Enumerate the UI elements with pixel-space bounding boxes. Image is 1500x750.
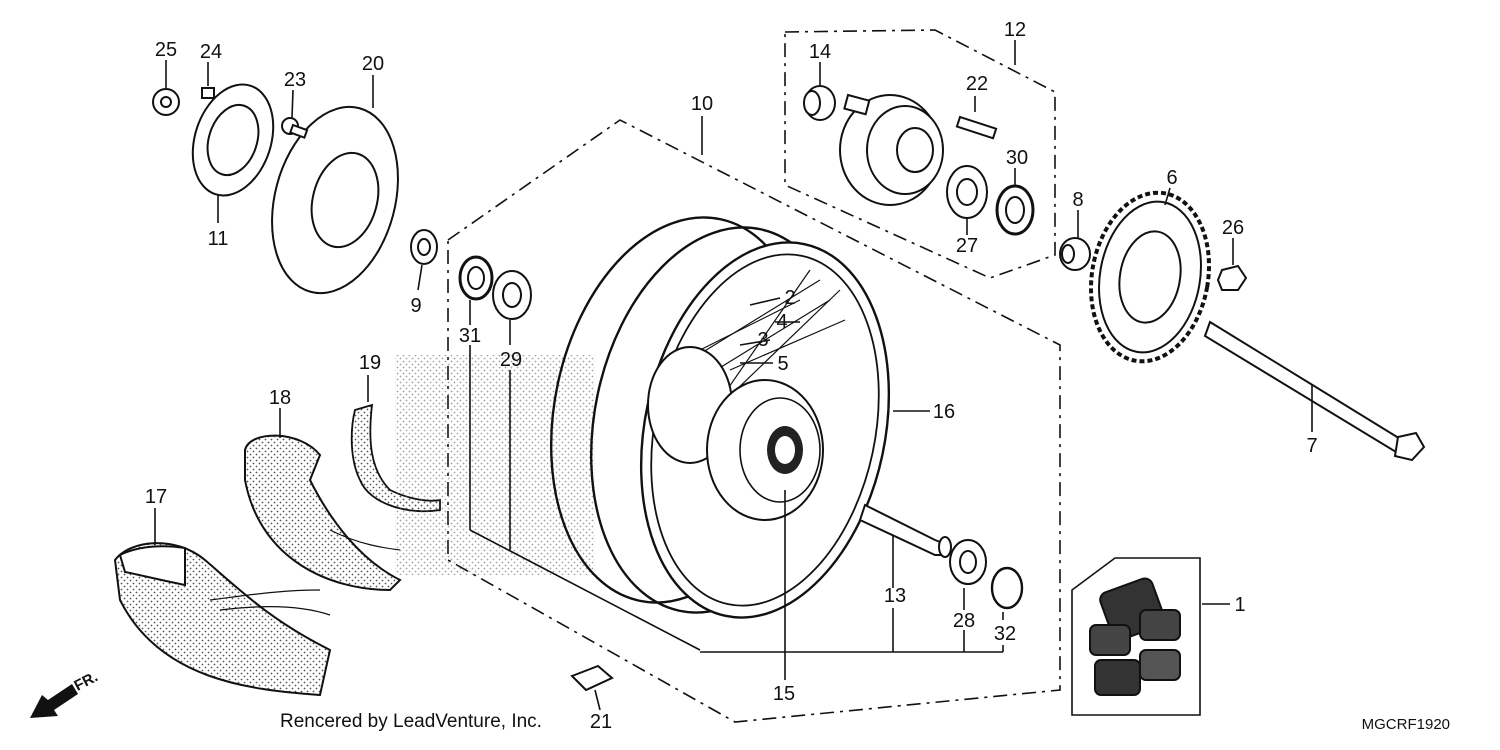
callout-6: 6 [1166, 167, 1177, 189]
driven-sprocket [1089, 190, 1211, 364]
disk-plate [191, 83, 275, 197]
callout-7: 7 [1306, 435, 1317, 457]
brake-disk [271, 105, 399, 295]
callout-22: 22 [966, 73, 988, 95]
oil-seal-30 [995, 184, 1035, 236]
collar-14 [803, 85, 836, 121]
bearing-27 [946, 165, 988, 219]
tire [113, 542, 332, 697]
tube [244, 434, 402, 592]
callout-24: 24 [200, 41, 222, 63]
callout-31: 31 [459, 325, 481, 347]
damper-assembly-boundary [1071, 557, 1201, 716]
callout-29: 29 [500, 349, 522, 371]
render-credit: Rencered by LeadVenture, Inc. [280, 711, 542, 732]
final-driven-flange [839, 93, 944, 206]
distance-collar [858, 503, 952, 558]
side-collar-9 [410, 229, 438, 265]
bearing-28 [949, 539, 987, 585]
callout-25: 25 [155, 39, 177, 61]
nut-26 [1216, 264, 1248, 291]
leader-lines [154, 40, 1313, 711]
callout-19: 19 [359, 352, 381, 374]
callout-27: 27 [956, 235, 978, 257]
flange-assembly-boundary [784, 29, 1056, 279]
callouts: 25 24 23 20 11 9 10 12 14 22 30 27 8 6 2… [145, 19, 1318, 733]
o-ring-32 [990, 566, 1024, 610]
callout-9: 9 [410, 295, 421, 317]
callout-4: 4 [776, 311, 787, 333]
callout-2: 2 [784, 287, 795, 309]
callout-21: 21 [590, 711, 612, 733]
callout-30: 30 [1006, 147, 1028, 169]
wheel-assembly-boundary [447, 119, 1061, 723]
callout-14: 14 [809, 41, 831, 63]
callout-5: 5 [777, 353, 788, 375]
bearing-29 [492, 270, 532, 320]
bolt-23 [281, 117, 309, 139]
callout-32: 32 [994, 623, 1016, 645]
caution-label [570, 664, 614, 692]
callout-8: 8 [1072, 189, 1083, 211]
nut-25 [152, 88, 180, 116]
callout-3: 3 [757, 329, 768, 351]
callout-18: 18 [269, 387, 291, 409]
callout-28: 28 [953, 610, 975, 632]
collar-8 [1059, 237, 1091, 271]
callout-16: 16 [933, 401, 955, 423]
stud-bolt-22 [955, 115, 998, 140]
callout-23: 23 [284, 69, 306, 91]
hub [706, 379, 824, 521]
callout-17: 17 [145, 486, 167, 508]
front-direction-arrow [30, 684, 78, 718]
callout-15: 15 [773, 683, 795, 705]
callout-1: 1 [1234, 594, 1245, 616]
callout-10: 10 [691, 93, 713, 115]
callout-13: 13 [884, 585, 906, 607]
rear-axle [1203, 320, 1426, 462]
diagram-code: MGCRF1920 [1361, 716, 1450, 733]
callout-12: 12 [1004, 19, 1026, 41]
callout-26: 26 [1222, 217, 1244, 239]
wheel-damper [1089, 577, 1181, 696]
callout-20: 20 [362, 53, 384, 75]
oil-seal-31 [458, 255, 494, 301]
screw-24 [201, 87, 215, 99]
callout-11: 11 [208, 228, 229, 250]
